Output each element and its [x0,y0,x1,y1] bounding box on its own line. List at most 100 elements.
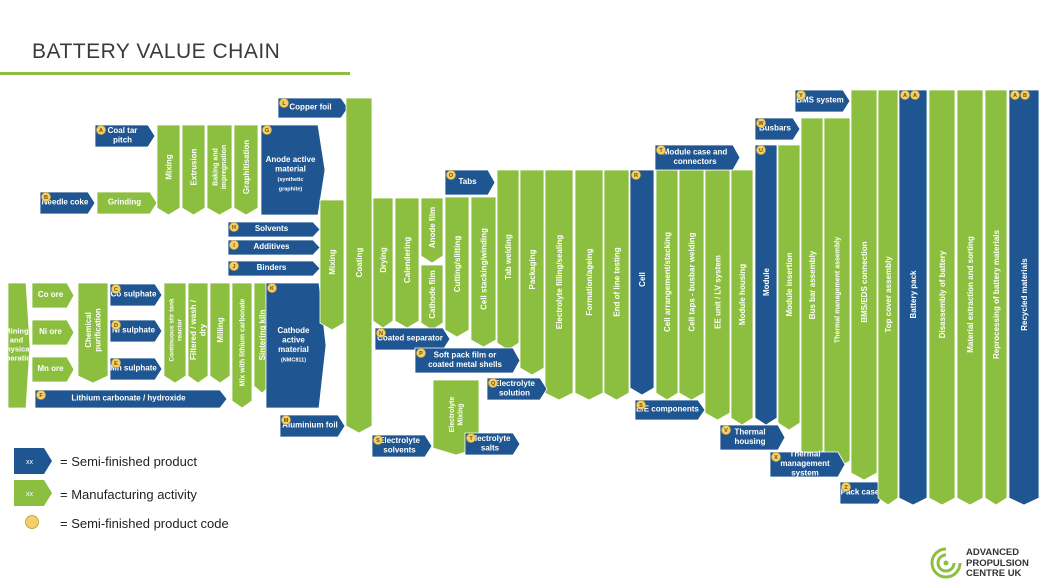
node-label-group: End of line testing [612,247,621,316]
node-label-group: Module housing [738,264,747,325]
activity-filtered-wash-dry: Filtered / wash /dry [187,282,209,384]
node-label: Anode active [266,155,316,164]
node-shape [420,264,444,331]
node-shape [794,89,851,113]
node-label: Ni ore [39,327,62,336]
node-shape [374,327,451,351]
node-label: housing [734,437,765,446]
activity-drying: Drying [372,197,394,329]
node-shape [209,282,231,384]
node-shape [719,424,786,451]
activity-module-insertion: Module insertion [777,144,801,431]
node-label: EE unit / LV system [713,255,722,329]
node-shape [769,451,846,478]
node-label: Disassembly of battery [938,250,947,338]
node-shape [345,97,373,434]
node-label: Module case and [663,147,728,156]
node-label: Recycled materials [1020,258,1029,331]
code-letter: S [639,403,643,409]
code-letter: E [114,361,118,367]
node-label: Co ore [38,290,64,299]
code-letter: G [265,128,269,134]
node-shape [163,282,187,384]
node-shape [496,169,520,351]
node-label: Graphitisation [242,140,251,194]
activity-calendering: Calendering [394,197,420,329]
activity-co-ore: Co ore [31,282,75,309]
node-label-group: Mix with lithium carbonate [239,298,246,386]
node-label-group: Anode film [428,207,437,248]
node-label: Electrolyte [449,396,456,432]
node-label: Ni sulphate [112,326,156,335]
node-label: Copper foil [289,103,331,112]
node-label-group: Extrusion [189,148,198,185]
activity-module-housing: Module housing [730,169,754,426]
node-shape [156,124,181,216]
code-marker [267,283,277,293]
code-marker [376,328,386,338]
node-shape [654,144,741,171]
node-label: Lithium carbonate / hydroxide [71,394,186,403]
code-letter: X [774,455,778,461]
node-label-group: Drying [379,247,388,272]
node-label-group: Graphitisation [242,140,251,194]
code-marker [900,90,910,100]
code-letter: N [379,331,383,337]
code-marker [1010,90,1020,100]
node-label: solvents [383,445,416,454]
node-label-group: Cell [638,272,647,287]
node-label: Binders [257,263,287,272]
activity-cutting-slitting: Cutting/slitting [444,196,470,338]
node-label-group: Coating [355,248,364,278]
node-shape [319,199,345,331]
code-letter: A [99,128,103,134]
activity-cell-taps-busbar-welding: Cell taps - busbar welding [678,169,705,401]
node-label: Module insertion [785,252,794,316]
code-letter: W [758,121,764,127]
activity-ni-ore: Ni ore [31,319,75,346]
node-shape [444,196,470,338]
node-shape [279,414,346,438]
node-label-group: Material extraction and sorting [966,236,975,353]
node-label: Busbars [759,124,792,133]
node-label-group: Module insertion [785,252,794,316]
node-label: Grinding [108,198,141,207]
code-marker [721,425,731,435]
node-shape [634,399,706,421]
code-marker [41,192,51,202]
node-shape [231,282,253,409]
logo-line-3: CENTRE UK [966,568,1022,579]
node-shape [629,169,655,396]
node-sublabel: (synthetic [278,177,304,183]
node-label: Electrolyte [379,436,420,445]
node-label: Packaging [528,249,537,289]
node-label: Mix with lithium carbonate [239,298,246,386]
node-label: active [282,335,305,344]
node-label: reactor [176,319,183,342]
node-label: salts [481,443,500,452]
apc-logo-text: ADVANCED PROPULSION CENTRE UK [966,547,1029,580]
code-marker [36,390,46,400]
node-label: Cathode film [428,270,437,318]
legend-semi-finished-label: = Semi-finished product [60,454,197,469]
node-shape [470,196,497,348]
node-label: solution [499,388,530,397]
code-marker [841,482,851,492]
node-label-group: Cutting/slitting [453,236,462,293]
node-shape [730,169,754,426]
node-shape [277,97,349,119]
code-letter: J [232,264,235,270]
node-label: Top cover assembly [884,256,893,333]
